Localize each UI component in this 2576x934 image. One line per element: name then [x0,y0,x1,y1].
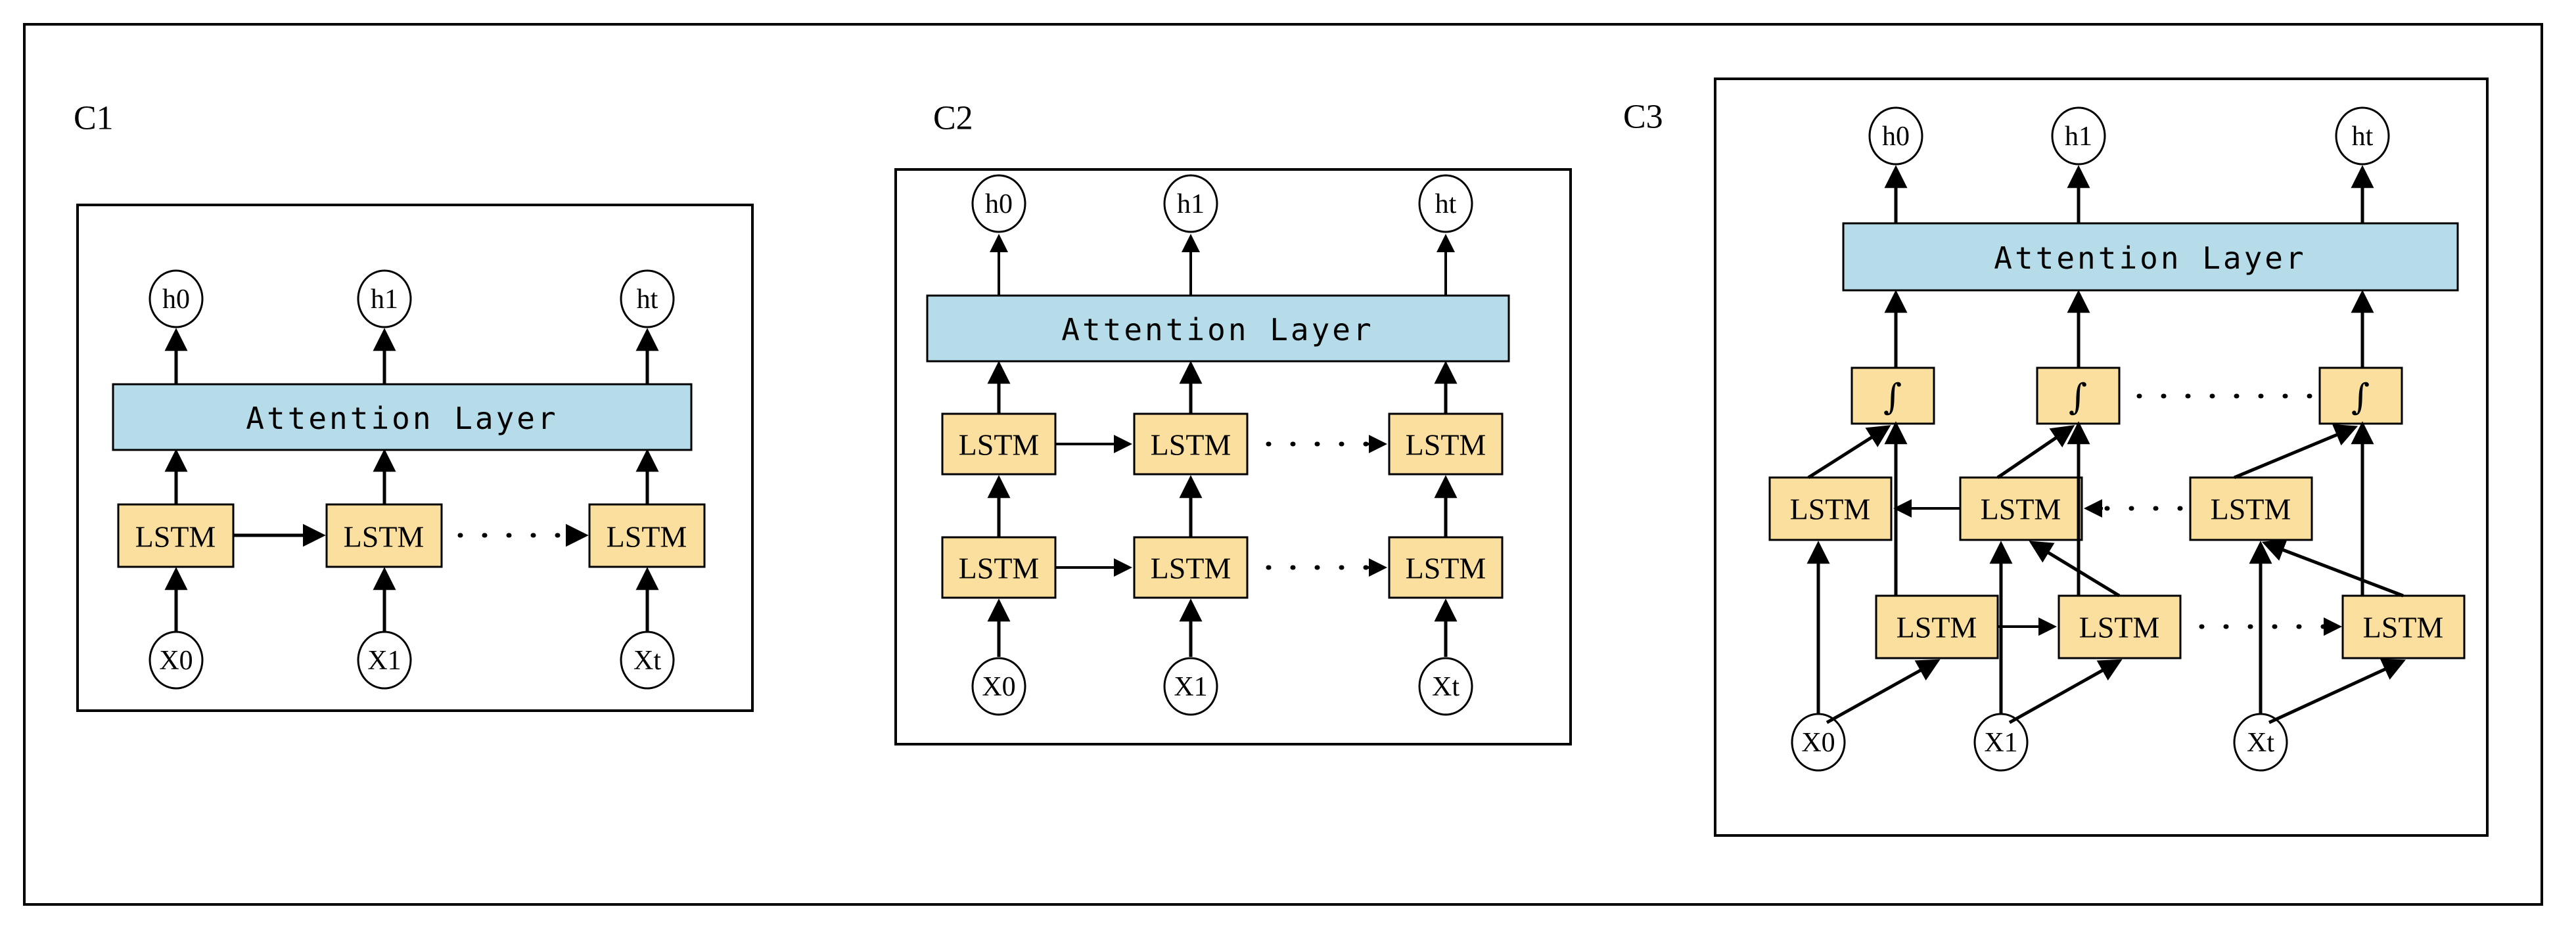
c2-lstm-bottom-1-label: LSTM [1151,552,1231,585]
c2-lstm-bottom-t[interactable]: LSTM [1388,536,1504,599]
c3-edge-x1-to-fwd1 [2008,659,2123,724]
panel-c3-frame [1714,78,2489,837]
c3-integrator-t[interactable]: ∫ [2318,367,2403,425]
c3-lstm-backward-1-label: LSTM [1981,493,2061,526]
c1-input-x1-label: X1 [367,646,401,676]
c2-output-ht: ht [1418,174,1473,233]
c3-lstm-backward-0[interactable]: LSTM [1768,476,1893,541]
c2-lstm-top-0[interactable]: LSTM [941,412,1057,476]
panel-c1-frame [76,204,754,712]
c3-integrator-0-label: ∫ [1883,376,1902,418]
c1-output-h1-label: h1 [371,284,398,315]
c3-edge-xt-to-fwdt [2268,659,2406,724]
c1-lstm-1-label: LSTM [344,520,425,554]
c2-lstm-top-t-label: LSTM [1406,428,1486,462]
c3-attention-layer[interactable] [1842,222,2459,292]
panel-c3: C3 h0 h1 ht Attention Layer ∫ [1623,78,2489,837]
panel-c2-frame [894,168,1572,745]
c2-lstm-bottom-1[interactable]: LSTM [1133,536,1249,599]
c1-lstm-0[interactable]: LSTM [117,503,235,568]
c2-output-h0: h0 [971,174,1026,233]
c2-lstm-bottom-0[interactable]: LSTM [941,536,1057,599]
c1-lstm-t[interactable]: LSTM [588,503,706,568]
c3-input-xt-label: Xt [2247,728,2274,758]
c2-input-xt-label: Xt [1432,672,1460,702]
c2-input-x0: X0 [971,657,1026,716]
c3-edge-bwd1-to-int1 [1996,425,2075,479]
panel-c1-label: C1 [74,100,114,137]
c1-output-h0-label: h0 [162,284,190,315]
c3-output-ht-label: ht [2352,122,2374,152]
c1-input-x1: X1 [357,631,412,690]
c3-edge-fwdt-to-bwdt [2261,539,2404,598]
c3-integrator-1-label: ∫ [2069,376,2087,418]
c3-lstm-forward-0-label: LSTM [1897,611,1977,644]
c1-input-xt: Xt [620,631,675,690]
c3-integrator-0[interactable]: ∫ [1851,367,1935,425]
c3-edge-x0-to-fwd0 [1826,659,1941,724]
c3-attention-layer-label: Attention Layer [1994,240,2306,276]
c2-output-h1: h1 [1163,174,1218,233]
c3-output-h1-label: h1 [2065,122,2092,152]
c2-lstm-top-1[interactable]: LSTM [1133,412,1249,476]
outer-frame [23,23,2543,906]
c3-output-h1: h1 [2051,106,2106,166]
c3-lstm-forward-0[interactable]: LSTM [1875,594,1999,659]
c1-input-xt-label: Xt [633,646,661,676]
c1-output-h1: h1 [357,269,412,328]
c3-input-x1-label: X1 [1984,728,2017,758]
c1-output-ht-label: ht [637,284,658,315]
c3-edge-bwd0-to-int0 [1807,425,1891,479]
c1-attention-layer[interactable] [112,383,693,451]
c3-lstm-forward-t[interactable]: LSTM [2341,594,2466,659]
c3-lstm-backward-1[interactable]: LSTM [1959,476,2083,541]
c1-output-ht: ht [620,269,675,328]
panel-c2: C2 h0 h1 ht Attention Layer LSTM [894,100,1572,745]
c1-lstm-1[interactable]: LSTM [325,503,443,568]
c3-lstm-forward-t-label: LSTM [2363,611,2444,644]
c2-output-h0-label: h0 [985,189,1013,219]
c3-input-x0: X0 [1791,713,1846,772]
c2-output-h1-label: h1 [1177,189,1205,219]
c2-attention-layer[interactable] [926,294,1510,363]
c2-lstm-top-t[interactable]: LSTM [1388,412,1504,476]
c3-input-xt: Xt [2233,713,2288,772]
c3-integrator-1[interactable]: ∫ [2036,367,2121,425]
c3-lstm-backward-t[interactable]: LSTM [2189,476,2313,541]
c2-input-x0-label: X0 [982,672,1015,702]
c1-output-h0: h0 [149,269,204,328]
c3-output-h0-label: h0 [1882,122,1910,152]
c3-input-x1: X1 [1973,713,2029,772]
c2-lstm-top-0-label: LSTM [959,428,1040,462]
c2-input-x1: X1 [1163,657,1218,716]
c3-lstm-backward-t-label: LSTM [2211,493,2291,526]
c1-attention-layer-label: Attention Layer [246,401,558,436]
c2-lstm-top-1-label: LSTM [1151,428,1231,462]
c2-attention-layer-label: Attention Layer [1061,312,1373,347]
c3-edge-bwdt-to-intt [2234,424,2358,479]
c2-output-ht-label: ht [1435,189,1457,219]
c2-input-xt: Xt [1418,657,1473,716]
c2-lstm-bottom-0-label: LSTM [959,552,1040,585]
c1-lstm-t-label: LSTM [607,520,687,554]
c2-input-x1-label: X1 [1174,672,1207,702]
c3-lstm-forward-1[interactable]: LSTM [2058,594,2182,659]
c1-input-x0: X0 [149,631,204,690]
c1-lstm-0-label: LSTM [135,520,216,554]
panel-c1: C1 h0 h1 ht Attention Layer LSTM [74,100,754,712]
c3-edge-fwd1-to-bwd1 [2029,541,2121,598]
panel-c2-label: C2 [933,100,973,137]
c2-lstm-bottom-t-label: LSTM [1406,552,1486,585]
panel-c3-label: C3 [1623,99,1663,136]
c3-lstm-backward-0-label: LSTM [1790,493,1871,526]
c3-lstm-forward-1-label: LSTM [2079,611,2160,644]
c3-output-h0: h0 [1868,106,1923,166]
c3-input-x0-label: X0 [1801,728,1835,758]
c1-input-x0-label: X0 [159,646,193,676]
c3-integrator-t-label: ∫ [2351,376,2370,418]
c3-output-ht: ht [2335,106,2390,166]
